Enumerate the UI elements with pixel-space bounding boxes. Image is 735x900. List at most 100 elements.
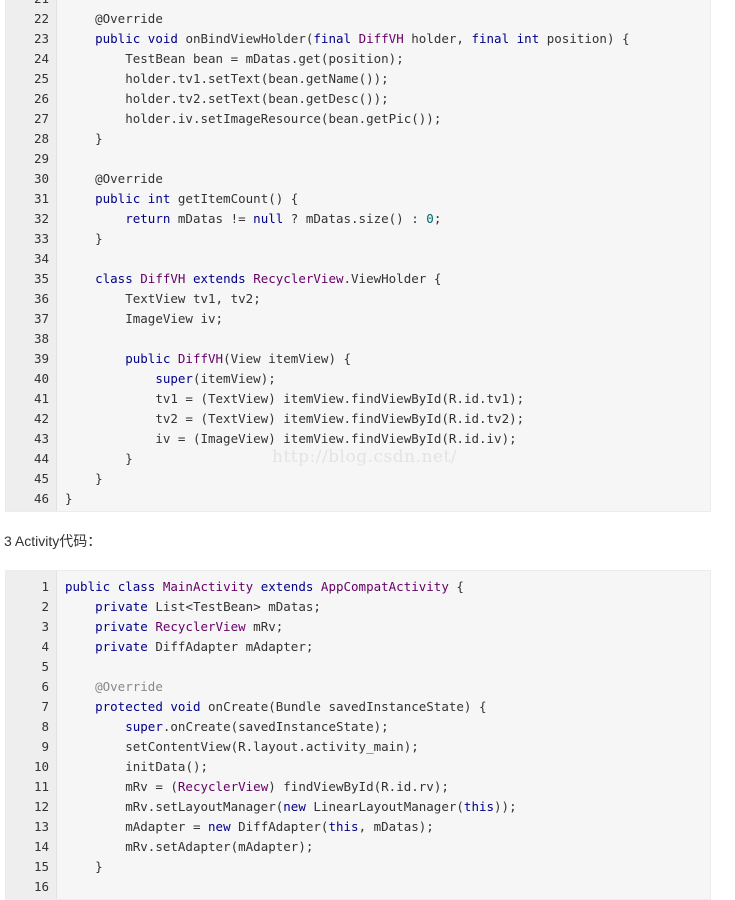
line-number: 15 xyxy=(33,859,49,874)
line-number: 16 xyxy=(33,879,49,894)
code-text: mAdapter = new DiffAdapter(this, mDatas)… xyxy=(125,819,434,834)
code-line: 43 iv = (ImageView) itemView.findViewByI… xyxy=(6,429,710,449)
code-text: protected void onCreate(Bundle savedInst… xyxy=(95,699,487,714)
code-text: TestBean bean = mDatas.get(position); xyxy=(125,51,404,66)
code-text: super.onCreate(savedInstanceState); xyxy=(125,719,389,734)
code-text: TextView tv1, tv2; xyxy=(125,291,261,306)
line-number: 12 xyxy=(33,799,49,814)
line-number: 46 xyxy=(33,491,49,506)
line-number: 11 xyxy=(33,779,49,794)
line-number: 9 xyxy=(41,739,49,754)
code-text: private RecyclerView mRv; xyxy=(95,619,284,634)
code-line: 25 holder.tv1.setText(bean.getName()); xyxy=(6,69,710,89)
code-line: 30 @Override xyxy=(6,169,710,189)
code-line: 28 } xyxy=(6,129,710,149)
code-text: holder.tv2.setText(bean.getDesc()); xyxy=(125,91,389,106)
line-number: 35 xyxy=(33,271,49,286)
line-number: 27 xyxy=(33,111,49,126)
code-line: 3 private RecyclerView mRv; xyxy=(6,617,710,637)
code-text: public int getItemCount() { xyxy=(95,191,299,206)
code-line: 27 holder.iv.setImageResource(bean.getPi… xyxy=(6,109,710,129)
code-text: return mDatas != null ? mDatas.size() : … xyxy=(125,211,442,226)
line-number: 2 xyxy=(41,599,49,614)
code-text: private List<TestBean> mDatas; xyxy=(95,599,321,614)
line-number: 4 xyxy=(41,639,49,654)
code-line: 2 private List<TestBean> mDatas; xyxy=(6,597,710,617)
line-number: 3 xyxy=(41,619,49,634)
line-number-gutter xyxy=(6,571,57,899)
code-text: mRv.setLayoutManager(new LinearLayoutMan… xyxy=(125,799,517,814)
code-line: 41 tv1 = (TextView) itemView.findViewByI… xyxy=(6,389,710,409)
code-line: 26 holder.tv2.setText(bean.getDesc()); xyxy=(6,89,710,109)
code-line: 34 xyxy=(6,249,710,269)
code-text: } xyxy=(65,491,73,506)
line-number: 5 xyxy=(41,659,49,674)
line-number: 7 xyxy=(41,699,49,714)
line-number: 8 xyxy=(41,719,49,734)
code-text: super(itemView); xyxy=(155,371,276,386)
line-number: 31 xyxy=(33,191,49,206)
code-line: 42 tv2 = (TextView) itemView.findViewByI… xyxy=(6,409,710,429)
line-number: 25 xyxy=(33,71,49,86)
code-text: class DiffVH extends RecyclerView.ViewHo… xyxy=(95,271,442,286)
line-number: 14 xyxy=(33,839,49,854)
code-line: 24 TestBean bean = mDatas.get(position); xyxy=(6,49,710,69)
code-text: holder.tv1.setText(bean.getName()); xyxy=(125,71,389,86)
code-line: 16 xyxy=(6,877,710,897)
line-number: 39 xyxy=(33,351,49,366)
line-number: 26 xyxy=(33,91,49,106)
code-block-adapter: 21 22 @Override 23 public void onBindViewH… xyxy=(5,0,711,512)
code-text: @Override xyxy=(95,11,163,26)
code-text: } xyxy=(65,231,103,246)
code-line: 29 xyxy=(6,149,710,169)
code-line: 8 super.onCreate(savedInstanceState); xyxy=(6,717,710,737)
code-text: public void onBindViewHolder(final DiffV… xyxy=(95,31,630,46)
code-text: holder.iv.setImageResource(bean.getPic()… xyxy=(125,111,442,126)
code-line: 31 public int getItemCount() { xyxy=(6,189,710,209)
code-line: 7 protected void onCreate(Bundle savedIn… xyxy=(6,697,710,717)
line-number: 24 xyxy=(33,51,49,66)
code-line: 10 initData(); xyxy=(6,757,710,777)
code-text: } xyxy=(65,451,133,466)
line-number-gutter xyxy=(6,0,57,511)
code-line: 37 ImageView iv; xyxy=(6,309,710,329)
line-number: 45 xyxy=(33,471,49,486)
code-line: 15 } xyxy=(6,857,710,877)
code-line: 45 } xyxy=(6,469,710,489)
code-line: 36 TextView tv1, tv2; xyxy=(6,289,710,309)
code-text: } xyxy=(65,859,103,874)
line-number: 1 xyxy=(41,579,49,594)
code-text: tv1 = (TextView) itemView.findViewById(R… xyxy=(155,391,525,406)
code-text: @Override xyxy=(95,171,163,186)
line-number: 42 xyxy=(33,411,49,426)
code-line: 9 setContentView(R.layout.activity_main)… xyxy=(6,737,710,757)
line-number: 29 xyxy=(33,151,49,166)
code-line: 21 xyxy=(6,0,710,9)
code-text: private DiffAdapter mAdapter; xyxy=(95,639,314,654)
line-number: 6 xyxy=(41,679,49,694)
line-number: 21 xyxy=(6,0,49,9)
line-number: 10 xyxy=(33,759,49,774)
code-line: 6 @Override xyxy=(6,677,710,697)
code-text: initData(); xyxy=(125,759,209,774)
line-number: 22 xyxy=(33,11,49,26)
code-line: 13 mAdapter = new DiffAdapter(this, mDat… xyxy=(6,817,710,837)
code-line: 23 public void onBindViewHolder(final Di… xyxy=(6,29,710,49)
line-number: 40 xyxy=(33,371,49,386)
line-number: 36 xyxy=(33,291,49,306)
code-line: 4 private DiffAdapter mAdapter; xyxy=(6,637,710,657)
code-text: ImageView iv; xyxy=(125,311,224,326)
code-text: } xyxy=(65,471,103,486)
line-number: 44 xyxy=(33,451,49,466)
code-line: 14 mRv.setAdapter(mAdapter); xyxy=(6,837,710,857)
line-number: 13 xyxy=(33,819,49,834)
code-text: mRv = (RecyclerView) findViewById(R.id.r… xyxy=(125,779,449,794)
code-line: 38 xyxy=(6,329,710,349)
line-number: 23 xyxy=(33,31,49,46)
code-line: 46} xyxy=(6,489,710,509)
code-line: 11 mRv = (RecyclerView) findViewById(R.i… xyxy=(6,777,710,797)
line-number: 43 xyxy=(33,431,49,446)
section-heading: 3 Activity代码： xyxy=(4,533,102,549)
